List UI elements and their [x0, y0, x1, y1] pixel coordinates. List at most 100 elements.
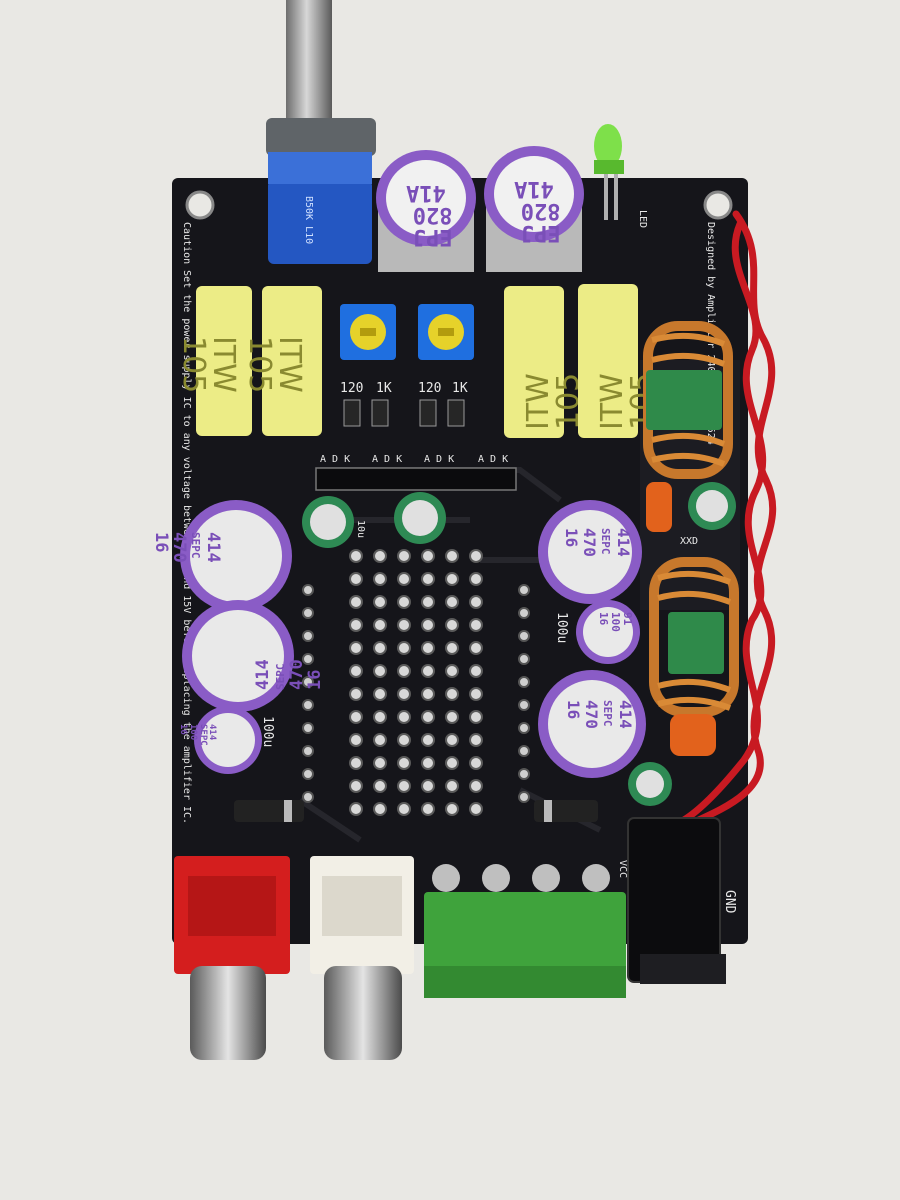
green-led [594, 124, 624, 220]
ic-socket-pin [302, 607, 314, 619]
proto-hole [373, 595, 387, 609]
ic-socket-pin [518, 584, 530, 596]
dc-barrel-jack [627, 817, 726, 984]
proto-hole [349, 779, 363, 793]
proto-hole [469, 641, 483, 655]
ic-socket-pin [518, 653, 530, 665]
svg-text:EPJ 820 41A: EPJ 820 41A [508, 176, 561, 245]
svg-text:91 100 16: 91 100 16 [597, 612, 634, 639]
proto-hole [373, 664, 387, 678]
proto-hole [445, 549, 459, 563]
film-cap-3: ITW 105 [504, 286, 586, 438]
rca-jack-right [310, 856, 414, 1060]
screw-terminal-block [424, 864, 626, 998]
proto-hole [421, 595, 435, 609]
silk-100u-left: 100u [260, 716, 275, 747]
silk-xxd: XXD [680, 536, 698, 547]
cap-top-1: EPJ 820 41A [376, 150, 476, 272]
proto-hole [397, 618, 411, 632]
proto-hole [445, 802, 459, 816]
proto-hole [373, 641, 387, 655]
electrolytic-cap-2: 414 SEPC 470 16 [182, 600, 325, 712]
proto-hole [469, 595, 483, 609]
svg-text:ITW 105: ITW 105 [242, 336, 307, 402]
trimmer-right [418, 304, 474, 360]
ic-socket-pin [302, 653, 314, 665]
proto-hole [445, 641, 459, 655]
silk-gnd: GND [722, 890, 737, 914]
ic-socket-pin [302, 584, 314, 596]
ic-socket-pin [302, 676, 314, 688]
proto-hole [349, 756, 363, 770]
pot-marking: B50K L10 [303, 196, 314, 244]
proto-hole [421, 733, 435, 747]
proto-hole [445, 779, 459, 793]
proto-hole [469, 802, 483, 816]
silk-caution: Caution Set the power supply IC to any v… [181, 222, 192, 824]
proto-hole [421, 802, 435, 816]
proto-hole [469, 779, 483, 793]
ic-socket-pin [302, 791, 314, 803]
ic-socket-pin [518, 699, 530, 711]
silk-10u: 10u [355, 520, 366, 538]
proto-hole [349, 687, 363, 701]
trimmer-left [340, 304, 396, 360]
rca-jack-left [174, 856, 290, 1060]
proto-hole [397, 664, 411, 678]
proto-hole [397, 779, 411, 793]
proto-hole [469, 687, 483, 701]
inductor-bottom [649, 557, 739, 717]
proto-hole [469, 710, 483, 724]
ic-socket-pin [518, 630, 530, 642]
proto-hole [373, 756, 387, 770]
svg-text:ITW 105: ITW 105 [176, 336, 241, 402]
proto-hole [397, 641, 411, 655]
adk-labels: A D K A D K A D K A D K [320, 454, 508, 465]
electrolytic-cap-3: 414 SEPC 470 16 [538, 500, 642, 604]
proto-hole [349, 664, 363, 678]
ic-socket-pin [302, 699, 314, 711]
svg-text:A D K: A D K [320, 454, 350, 465]
proto-hole [445, 733, 459, 747]
proto-hole [373, 779, 387, 793]
silk-100u-right: 100u [554, 612, 569, 643]
trim-labels: 120 1K 120 1K [340, 381, 468, 396]
proto-hole [469, 733, 483, 747]
proto-hole [373, 710, 387, 724]
proto-hole [397, 756, 411, 770]
ic-socket-pin [302, 630, 314, 642]
proto-hole [397, 572, 411, 586]
proto-hole [373, 802, 387, 816]
ic-socket-pin [302, 722, 314, 734]
smd-resistors [343, 399, 465, 427]
proto-hole [421, 572, 435, 586]
small-cap-left: 414 SEPC 100 16 [178, 706, 262, 774]
pin-header-row [315, 467, 517, 491]
silk-led: LED [637, 210, 648, 228]
ic-socket-pin [518, 791, 530, 803]
proto-hole [445, 756, 459, 770]
svg-text:1K: 1K [376, 381, 392, 396]
ic-socket-pin [518, 768, 530, 780]
svg-text:A D K: A D K [478, 454, 508, 465]
proto-hole [349, 710, 363, 724]
red-twisted-wire [680, 210, 777, 828]
proto-hole [445, 572, 459, 586]
proto-hole [397, 595, 411, 609]
proto-hole [469, 618, 483, 632]
proto-hole [373, 733, 387, 747]
inductor-top [643, 321, 733, 479]
proto-hole [373, 618, 387, 632]
proto-hole [349, 802, 363, 816]
proto-grid [302, 549, 530, 816]
proto-hole [349, 572, 363, 586]
film-cap-1: ITW 105 [176, 286, 252, 436]
small-cap-right: 91 100 16 [576, 600, 640, 664]
proto-hole [397, 687, 411, 701]
proto-hole [421, 687, 435, 701]
proto-hole [349, 595, 363, 609]
svg-text:414 SEPC 470: 414 SEPC 470 16 [151, 532, 223, 573]
proto-hole [373, 549, 387, 563]
ic-socket-pin [518, 607, 530, 619]
proto-hole [445, 664, 459, 678]
